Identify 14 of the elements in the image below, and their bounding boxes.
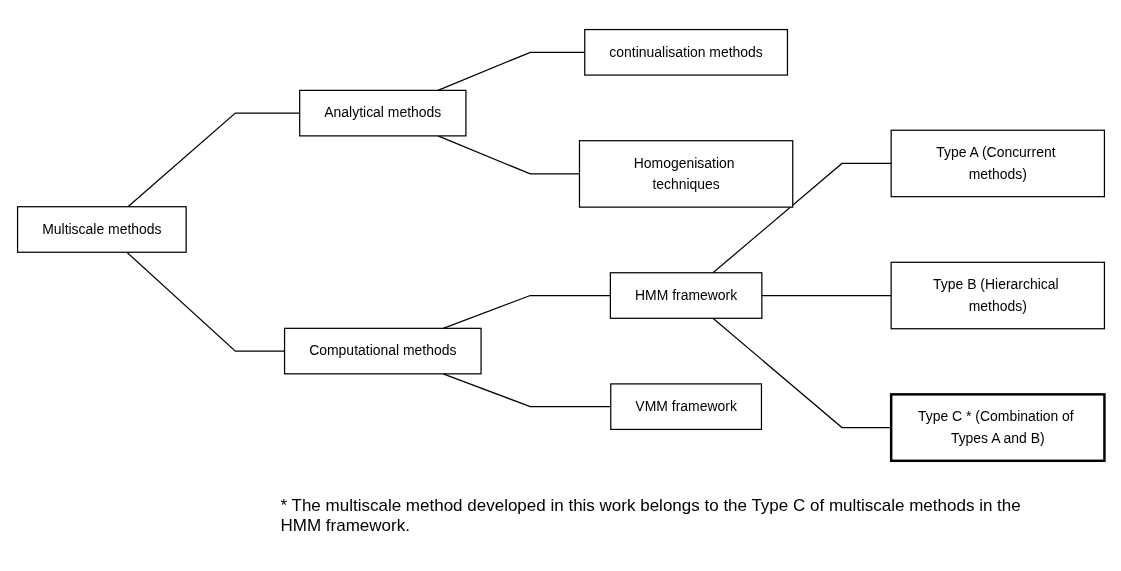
node-box: VMM framework <box>609 383 762 430</box>
node-box: HMM framework <box>609 271 762 319</box>
node-box: Multiscale methods <box>16 205 187 253</box>
node-box: Type C * (Combination of Types A and B) <box>889 392 1106 462</box>
footnote: * The multiscale method developed in this work belongs to the Type C of multiscale methods in the HMM framework. <box>280 496 1022 536</box>
node-box: Homogenisation techniques <box>578 139 793 208</box>
connector <box>126 112 300 208</box>
node-box: Analytical methods <box>298 89 467 137</box>
node-box: Type A (Concurrent methods) <box>890 129 1105 198</box>
node-box: continualisation methods <box>583 28 788 76</box>
node-box: Type B (Hierarchical methods) <box>890 261 1105 330</box>
node-box: Computational methods <box>283 327 482 375</box>
connector <box>436 51 585 91</box>
connector <box>125 251 285 352</box>
